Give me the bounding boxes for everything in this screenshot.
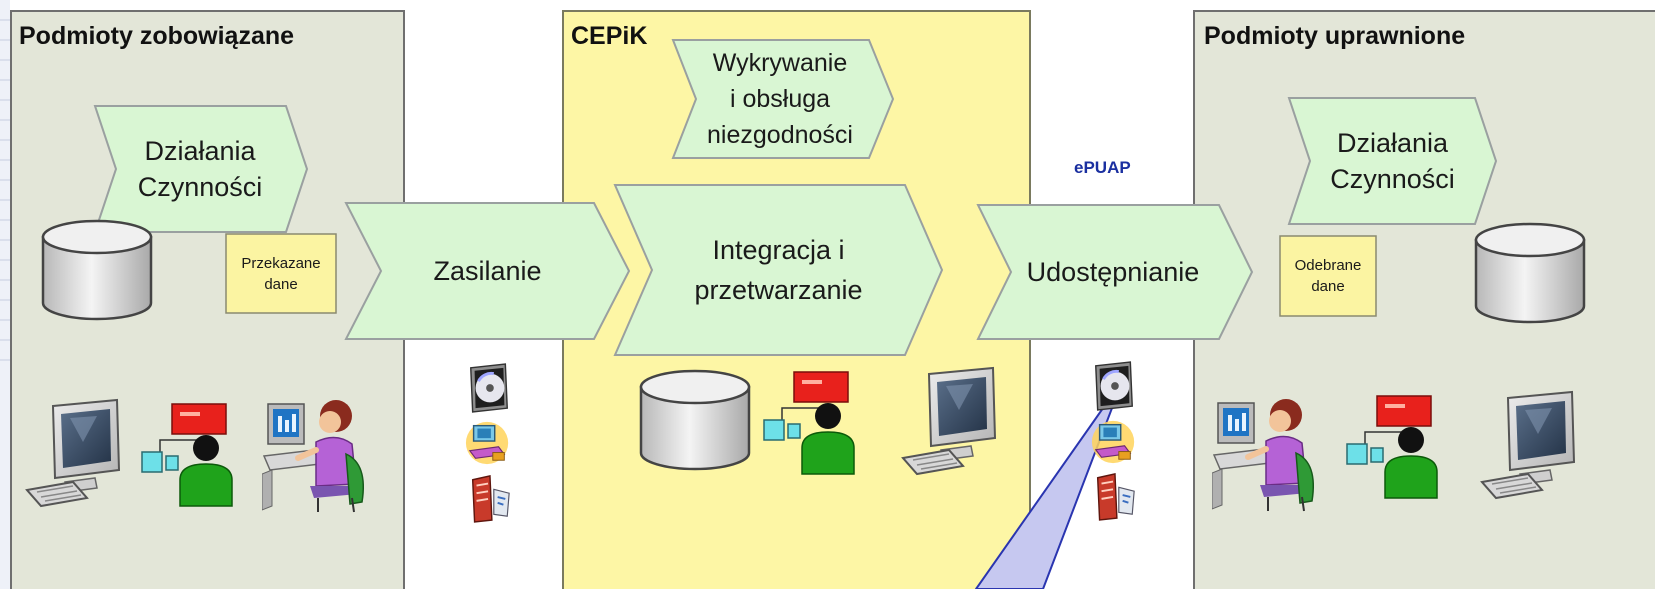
chevron-zasilanie bbox=[344, 202, 631, 340]
panel-title-right: Podmioty uprawnione bbox=[1204, 22, 1466, 50]
label-odebrane-dane: Odebrane dane bbox=[1294, 257, 1362, 295]
cd-drive-icon-feed bbox=[469, 362, 509, 414]
label-integracja: Integracja i przetwarzanie bbox=[694, 235, 863, 305]
network-icon-share bbox=[1091, 420, 1135, 464]
label-przekazane-dane: Przekazane dane bbox=[241, 254, 321, 293]
left-edge-grid bbox=[0, 0, 10, 589]
server-icon-feed bbox=[471, 474, 511, 523]
label-dzialania-left: Działania Czynności bbox=[137, 136, 263, 202]
panel-title-left: Podmioty zobowiązane bbox=[19, 22, 295, 50]
cd-drive-icon-share bbox=[1094, 360, 1134, 412]
label-zasilanie: Zasilanie bbox=[433, 255, 542, 286]
note-przekazane-dane bbox=[225, 233, 337, 314]
label-dzialania-right: Działania Czynności bbox=[1330, 128, 1455, 194]
chevron-udostepnianie bbox=[976, 204, 1254, 340]
chevron-wykrywanie bbox=[671, 39, 895, 159]
chevron-dzialania-left bbox=[93, 105, 309, 233]
chevron-dzialania-right bbox=[1287, 97, 1498, 225]
panel-title-center: CEPiK bbox=[571, 22, 648, 50]
epuap-label: ePUAP bbox=[1074, 158, 1131, 177]
database-icon-right bbox=[1474, 222, 1586, 324]
note-odebrane-dane bbox=[1279, 235, 1377, 317]
chevron-integracja bbox=[613, 184, 944, 356]
database-icon-center bbox=[639, 369, 751, 471]
server-icon-share bbox=[1096, 472, 1136, 521]
label-udostepnianie: Udostępnianie bbox=[1026, 256, 1200, 287]
database-icon-left bbox=[41, 219, 153, 321]
label-wykrywanie: Wykrywanie i obsługa niezgodności bbox=[707, 49, 853, 149]
network-icon-feed bbox=[465, 421, 509, 465]
